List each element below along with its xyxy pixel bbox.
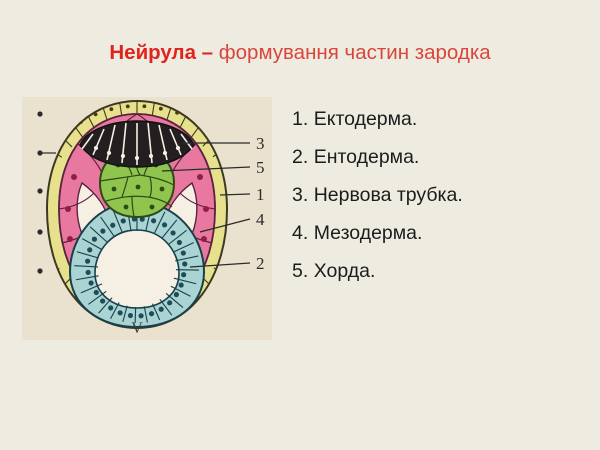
bullet-dot: [37, 268, 43, 274]
list-item-number: 2.: [292, 146, 309, 168]
callout-numbers: 3 5 1 4 2: [256, 134, 265, 273]
page-title: Нейрула – формування частин зародка: [0, 40, 600, 66]
neural-tube: [79, 120, 195, 168]
list-item: 1. Ектодерма.: [292, 100, 592, 138]
list-item-label: Ектодерма.: [313, 108, 418, 130]
bullet-dot: [37, 229, 43, 235]
list-item-number: 1.: [292, 108, 309, 130]
callout-leader-lines: [161, 142, 251, 268]
left-bullet-dots: [37, 111, 43, 274]
title-emphasis: Нейрула –: [109, 41, 214, 64]
bullet-dot: [37, 111, 43, 117]
endoderm-layer: [68, 200, 206, 329]
callout-number-5: 5: [256, 158, 265, 177]
bullet-dot: [37, 150, 43, 156]
callout-number-1: 1: [256, 185, 265, 204]
embryo-cross-section-figure: 3 5 1 4 2 V: [22, 97, 272, 340]
list-item: 5. Хорда.: [292, 252, 592, 290]
figure-bottom-marker: V: [131, 320, 143, 337]
leader-line-1: [219, 193, 251, 196]
list-item-label: Нервова трубка.: [313, 184, 463, 206]
list-item-label: Мезодерма.: [313, 222, 423, 244]
leader-line-5: [161, 166, 251, 172]
list-item-number: 5.: [292, 260, 309, 282]
list-item-number: 4.: [292, 222, 309, 244]
list-item-label: Ентодерма.: [313, 146, 420, 168]
legend-list: 1. Ектодерма. 2. Ентодерма. 3. Нервова т…: [292, 100, 592, 290]
list-item: 4. Мезодерма.: [292, 214, 592, 252]
callout-number-3: 3: [256, 134, 265, 153]
leader-line-4: [199, 218, 251, 233]
list-item: 2. Ентодерма.: [292, 138, 592, 176]
list-item: 3. Нервова трубка.: [292, 176, 592, 214]
list-item-number: 3.: [292, 184, 309, 206]
callout-number-4: 4: [256, 210, 265, 229]
callout-number-2: 2: [256, 254, 265, 273]
leader-line-2: [189, 262, 251, 268]
bullet-dot: [37, 188, 43, 194]
list-item-label: Хорда.: [313, 260, 376, 282]
title-rest: формування частин зародка: [213, 41, 491, 64]
